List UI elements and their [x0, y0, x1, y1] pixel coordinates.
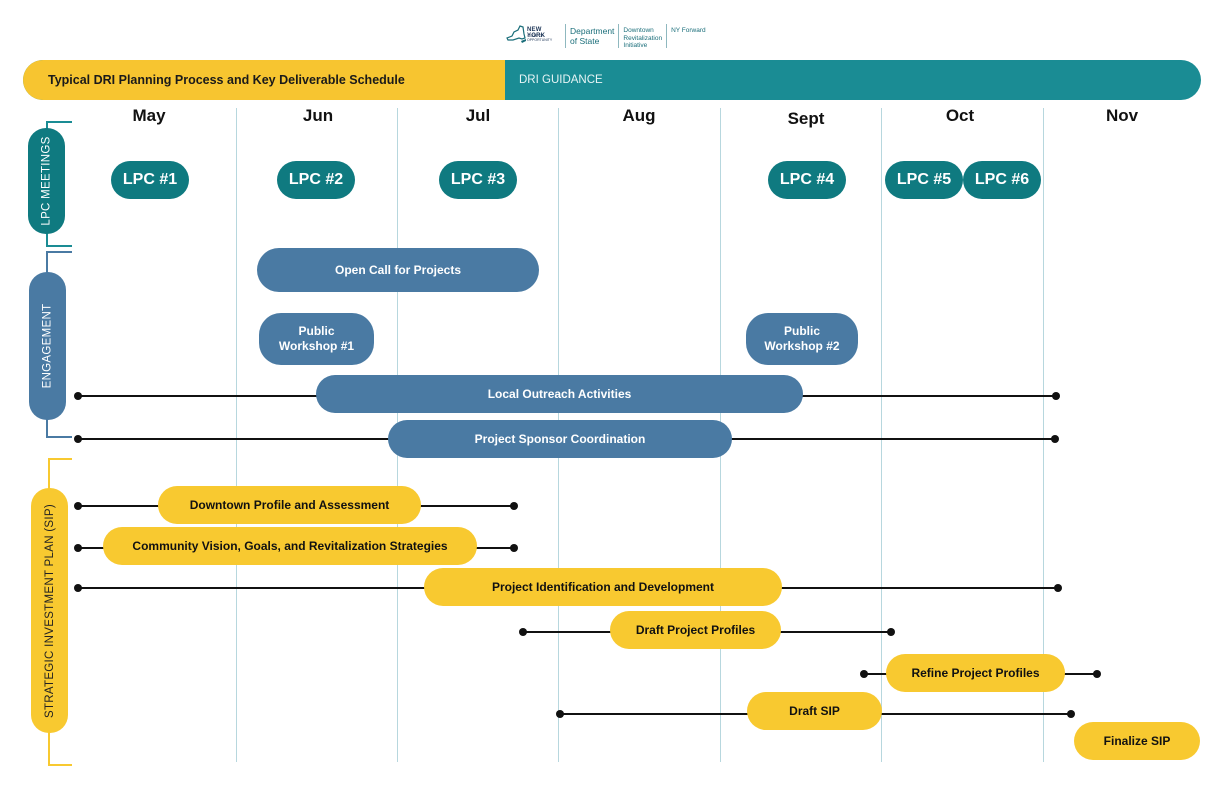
lpc-meeting-1: LPC #1: [111, 161, 189, 199]
lpc-meeting-5: LPC #5: [885, 161, 963, 199]
guidance-label: DRI GUIDANCE: [519, 74, 603, 86]
draft-project-profiles: Draft Project Profiles: [610, 611, 781, 649]
page-title: Typical DRI Planning Process and Key Del…: [48, 73, 405, 87]
ny-logo-text: NEW YORK: [527, 27, 546, 39]
ny-forward-text: NY Forward: [671, 27, 706, 34]
month-divider: [1043, 108, 1044, 762]
timeline-start-dot: [519, 628, 527, 636]
title-bar-highlight: [23, 60, 505, 100]
community-vision-goals-strategies: Community Vision, Goals, and Revitalizat…: [103, 527, 477, 565]
logo-divider: [618, 24, 620, 48]
lpc-meeting-6: LPC #6: [963, 161, 1041, 199]
logo-divider: [565, 24, 566, 48]
dri-logo-text: Downtown Revitalization Initiative: [623, 27, 663, 49]
timeline-start-dot: [74, 544, 82, 552]
lpc-meeting-2: LPC #2: [277, 161, 355, 199]
open-call-for-projects: Open Call for Projects: [257, 248, 539, 292]
month-divider: [881, 108, 882, 762]
draft-sip: Draft SIP: [747, 692, 882, 730]
finalize-sip: Finalize SIP: [1074, 722, 1200, 760]
month-nov: Nov: [1105, 106, 1139, 125]
lpc-section-label: LPC MEETINGS: [40, 136, 53, 226]
lpc-meeting-3: LPC #3: [439, 161, 517, 199]
lpc-section-band: LPC MEETINGS: [28, 128, 65, 234]
timeline-end-dot: [1093, 670, 1101, 678]
engagement-section-band: ENGAGEMENT: [29, 272, 66, 420]
timeline-end-dot: [1067, 710, 1075, 718]
downtown-profile-and-assessment: Downtown Profile and Assessment: [158, 486, 421, 524]
ny-logo-subtext: STATE OF OPPORTUNITY: [527, 34, 553, 42]
month-oct: Oct: [945, 106, 975, 125]
sip-section-band: STRATEGIC INVESTMENT PLAN (SIP): [31, 488, 68, 733]
timeline-end-dot: [1054, 584, 1062, 592]
month-jun: Jun: [302, 106, 334, 125]
timeline-end-dot: [510, 502, 518, 510]
timeline-start-dot: [74, 435, 82, 443]
month-aug: Aug: [622, 106, 656, 125]
timeline-start-dot: [74, 584, 82, 592]
month-jul: Jul: [465, 106, 491, 125]
engagement-section-label: ENGAGEMENT: [41, 303, 54, 389]
month-divider: [236, 108, 237, 762]
month-may: May: [132, 106, 166, 125]
department-of-state-text: Department of State: [570, 26, 615, 46]
local-outreach-activities: Local Outreach Activities: [316, 375, 803, 413]
refine-project-profiles: Refine Project Profiles: [886, 654, 1065, 692]
logo-divider: [666, 24, 668, 48]
project-sponsor-coordination: Project Sponsor Coordination: [388, 420, 732, 458]
timeline-end-dot: [1052, 392, 1060, 400]
timeline-start-dot: [556, 710, 564, 718]
ny-state-shape-icon: [506, 25, 526, 43]
month-sept: Sept: [787, 109, 825, 128]
sip-section-label: STRATEGIC INVESTMENT PLAN (SIP): [43, 503, 56, 718]
timeline-end-dot: [1051, 435, 1059, 443]
timeline-start-dot: [74, 502, 82, 510]
timeline-end-dot: [887, 628, 895, 636]
project-identification-and-development: Project Identification and Development: [424, 568, 782, 606]
lpc-meeting-4: LPC #4: [768, 161, 846, 199]
timeline-start-dot: [74, 392, 82, 400]
ny-state-mark: NEW YORK STATE OF OPPORTUNITY: [505, 24, 561, 50]
timeline-end-dot: [510, 544, 518, 552]
nys-dos-logo: NEW YORK STATE OF OPPORTUNITY Department…: [505, 24, 706, 52]
timeline-start-dot: [860, 670, 868, 678]
